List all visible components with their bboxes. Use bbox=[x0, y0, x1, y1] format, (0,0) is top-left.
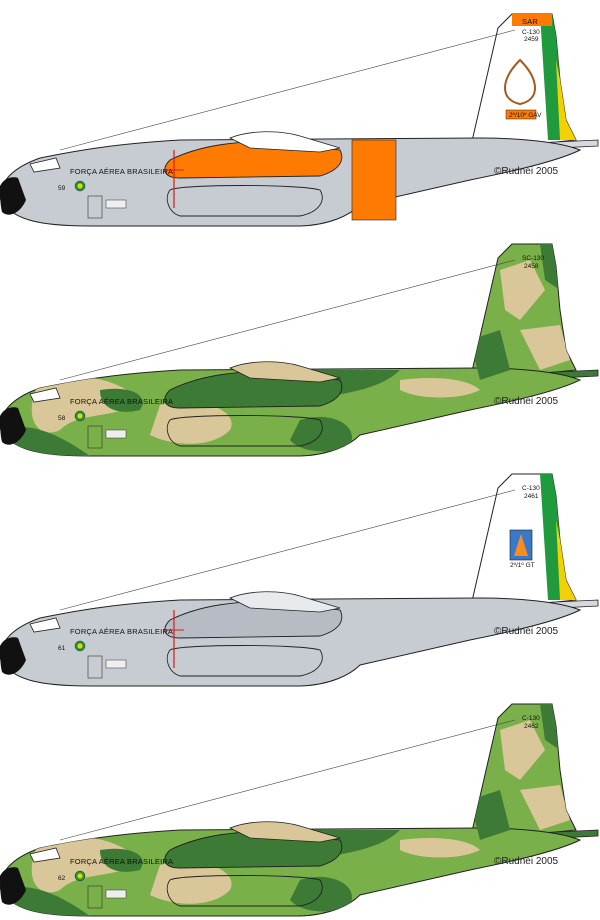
tail-serial-text: 2462 bbox=[524, 723, 539, 730]
radome bbox=[0, 867, 26, 905]
tail-type-text: C-130 bbox=[522, 485, 540, 492]
fuselage bbox=[0, 137, 582, 227]
tail-type-text: C-130 bbox=[522, 29, 540, 36]
squadron-badge bbox=[505, 109, 537, 120]
cockpit-windows bbox=[29, 617, 61, 633]
antenna-wire bbox=[59, 489, 516, 611]
squadron-text: 2º/10º GAV bbox=[509, 112, 542, 119]
wing-root bbox=[229, 361, 341, 383]
artist-credit: ©Rudnei 2005 bbox=[494, 396, 559, 407]
gear-fairing bbox=[166, 185, 323, 217]
fuselage-label: FORÇA AÉREA BRASILEIRA bbox=[70, 397, 173, 406]
radome bbox=[0, 177, 26, 215]
unit-badge-text: 2º/1º GT bbox=[510, 562, 535, 569]
antenna-wire bbox=[59, 29, 516, 151]
gear-fairing bbox=[166, 875, 323, 907]
antenna-wire bbox=[59, 259, 516, 381]
tail-serial-text: 2459 bbox=[524, 36, 539, 43]
artist-credit: ©Rudnei 2005 bbox=[494, 856, 559, 867]
cockpit-windows bbox=[29, 387, 61, 403]
antenna-wire bbox=[59, 719, 516, 841]
cockpit-windows bbox=[29, 157, 61, 173]
cockpit-windows bbox=[29, 847, 61, 863]
wing-root bbox=[229, 131, 341, 153]
tail-serial-text: 2461 bbox=[524, 493, 539, 500]
nose-number: 59 bbox=[58, 185, 66, 192]
tail-type-text: C-130 bbox=[522, 715, 540, 722]
gear-fairing bbox=[166, 645, 323, 677]
artist-credit: ©Rudnei 2005 bbox=[494, 166, 559, 177]
fuselage-label: FORÇA AÉREA BRASILEIRA bbox=[70, 627, 173, 636]
radome bbox=[0, 637, 26, 675]
artist-credit: ©Rudnei 2005 bbox=[494, 626, 559, 637]
tail-stripe-yellow bbox=[556, 60, 576, 140]
fuselage-label: FORÇA AÉREA BRASILEIRA bbox=[70, 167, 173, 176]
tail-stripe-yellow bbox=[556, 520, 576, 600]
nose-number: 58 bbox=[58, 415, 66, 422]
wing-root bbox=[229, 591, 341, 613]
fuselage bbox=[0, 597, 582, 687]
radome bbox=[0, 407, 26, 445]
nose-number: 61 bbox=[58, 645, 66, 652]
gear-fairing bbox=[166, 415, 323, 447]
fuselage-band bbox=[351, 139, 397, 221]
wing-root bbox=[229, 821, 341, 843]
tail-type-text: SC-130 bbox=[522, 255, 544, 262]
fuselage-label: FORÇA AÉREA BRASILEIRA bbox=[70, 857, 173, 866]
tail-serial-text: 2458 bbox=[524, 263, 539, 270]
nose-number: 62 bbox=[58, 875, 66, 882]
tail-badge bbox=[512, 14, 552, 26]
tail-badge-text: SAR bbox=[522, 17, 538, 26]
